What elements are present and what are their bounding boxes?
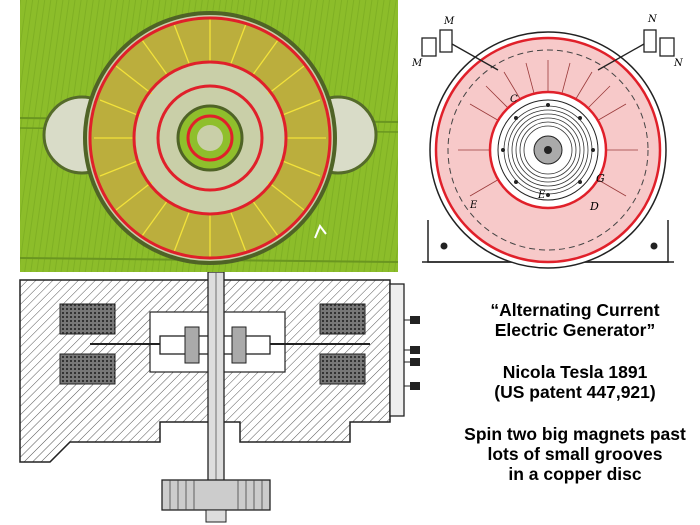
caption-block: “Alternating Current Electric Generator”… [455,300,695,520]
patent-cross-section [10,272,450,525]
label-d: D [589,200,599,213]
label-n-top: N [647,14,658,25]
label-n-side: N [673,58,684,69]
label-m-top: M [443,16,455,27]
title-line-1: “Alternating Current [490,300,660,320]
label-g: G [596,172,605,185]
disc-grooves [458,60,638,197]
description-line-2: lots of small grooves [487,444,663,464]
author-line-2: (US patent 447,921) [494,382,656,402]
label-c: C [510,94,518,105]
groove-lines [94,18,326,258]
label-e-outer: E [469,200,478,211]
description-line-1: Spin two big magnets past [464,424,686,444]
generator-section-drawing [19,272,420,523]
title-line-2: Electric Generator” [494,320,656,340]
generator-front-drawing: M M N N G D E E C [411,14,684,269]
crop-circle-photo [20,0,398,272]
patent-front-view: M M N N G D E E C [398,0,700,276]
author-line-1: Nicola Tesla 1891 [502,362,648,382]
description-line-3: in a copper disc [508,464,642,484]
crop-circle-graphic [20,0,398,272]
label-m-side: M [411,58,423,69]
label-e-inner: E [537,190,546,201]
